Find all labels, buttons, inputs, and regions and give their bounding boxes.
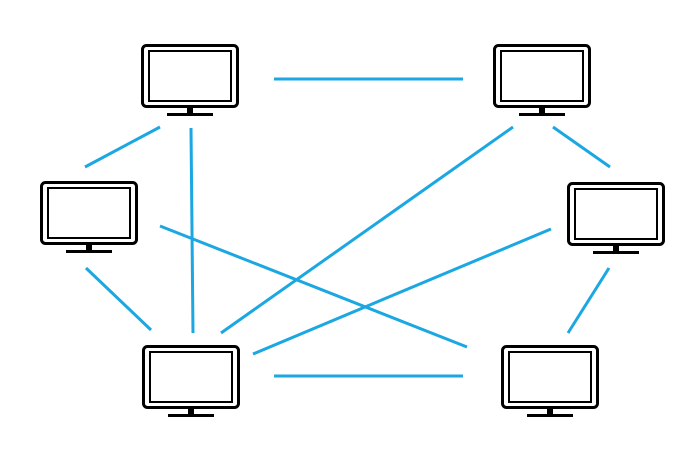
monitor-stand-base xyxy=(66,250,112,253)
monitor-icon xyxy=(567,182,665,254)
monitor-screen xyxy=(500,50,584,102)
link-top-right-to-middle-right xyxy=(552,125,611,169)
monitor-stand-neck xyxy=(188,409,194,414)
monitor-screen xyxy=(508,351,592,403)
monitor-middle-left xyxy=(40,181,138,253)
monitor-top-left xyxy=(141,44,239,116)
monitor-stand-base xyxy=(168,414,214,417)
monitor-stand-base xyxy=(519,113,565,116)
monitor-stand-base xyxy=(593,251,639,254)
link-middle-left-to-bottom-right xyxy=(159,224,468,349)
monitor-stand-base xyxy=(167,113,213,116)
monitor-screen xyxy=(574,188,658,240)
monitor-icon xyxy=(141,44,239,116)
monitor-stand-neck xyxy=(86,245,92,250)
link-top-left-to-middle-left xyxy=(84,125,161,169)
monitor-icon xyxy=(493,44,591,116)
nodes-layer xyxy=(40,44,665,417)
monitor-bottom-left xyxy=(142,345,240,417)
monitor-middle-right xyxy=(567,182,665,254)
monitor-icon xyxy=(501,345,599,417)
monitor-stand-neck xyxy=(187,108,193,113)
link-top-left-to-bottom-left xyxy=(189,127,195,334)
link-middle-right-to-bottom-right xyxy=(566,267,611,334)
monitor-top-right xyxy=(493,44,591,116)
link-middle-right-to-bottom-left xyxy=(252,227,552,356)
monitor-stand-base xyxy=(527,414,573,417)
monitor-stand-neck xyxy=(547,409,553,414)
monitor-stand-neck xyxy=(539,108,545,113)
monitor-screen xyxy=(148,50,232,102)
link-middle-left-to-bottom-left xyxy=(84,266,153,332)
links-layer xyxy=(84,77,611,378)
link-top-right-to-bottom-left xyxy=(220,125,514,335)
monitor-icon xyxy=(40,181,138,253)
monitor-screen xyxy=(47,187,131,239)
monitor-icon xyxy=(142,345,240,417)
monitor-screen xyxy=(149,351,233,403)
monitor-bottom-right xyxy=(501,345,599,417)
monitor-stand-neck xyxy=(613,246,619,251)
